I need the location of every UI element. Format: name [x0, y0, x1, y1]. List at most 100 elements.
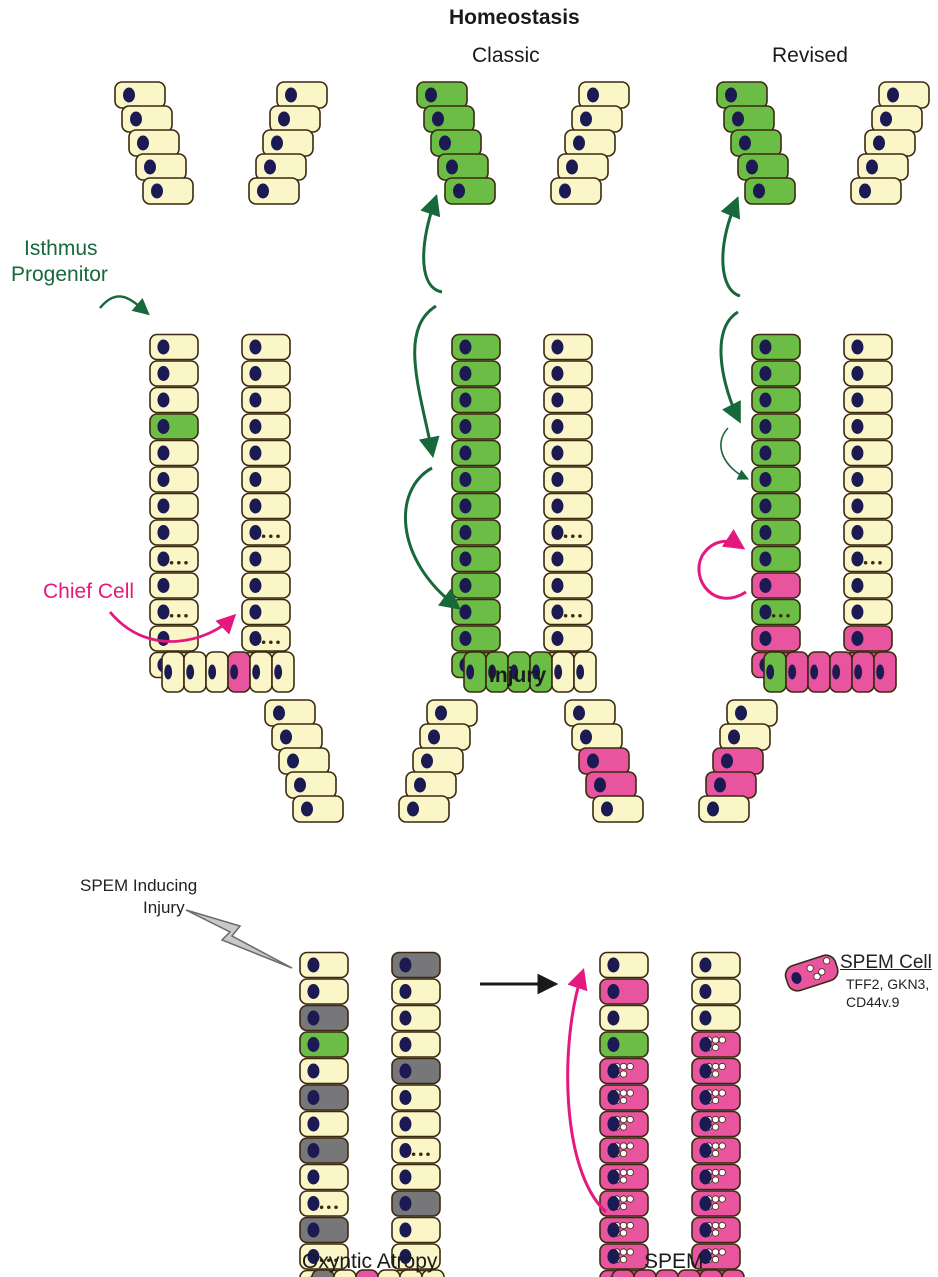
right-cell	[720, 724, 770, 750]
right-cell	[399, 796, 449, 822]
classic-up-arrow	[424, 200, 442, 292]
left-cell	[150, 441, 198, 466]
left-cell	[300, 1059, 348, 1084]
right-cell	[242, 388, 290, 413]
panel-title-revised: Revised	[772, 44, 848, 68]
left-cell	[572, 724, 622, 750]
left-cell	[424, 106, 474, 132]
right-cell	[692, 1085, 740, 1110]
left-cell	[150, 335, 198, 360]
left-cell	[600, 1032, 648, 1057]
right-cell	[706, 772, 756, 798]
right-cell	[844, 626, 892, 651]
left-cell	[752, 520, 800, 545]
left-cell	[122, 106, 172, 132]
left-cell	[265, 700, 315, 726]
right-cell	[558, 154, 608, 180]
left-cell	[600, 1165, 648, 1190]
right-cell	[242, 467, 290, 492]
left-cell	[150, 600, 198, 625]
left-cell	[752, 494, 800, 519]
right-cell	[692, 1059, 740, 1084]
left-cell	[150, 573, 198, 598]
left-cell	[143, 178, 193, 204]
legend-markers-line1: TFF2, GKN3,	[846, 976, 929, 992]
right-cell	[699, 796, 749, 822]
right-cell	[420, 724, 470, 750]
left-cell	[445, 178, 495, 204]
left-cell	[600, 953, 648, 978]
right-cell	[844, 414, 892, 439]
right-cell	[844, 600, 892, 625]
right-cell	[392, 1059, 440, 1084]
left-cell	[752, 414, 800, 439]
left-cell	[150, 361, 198, 386]
right-cell	[242, 414, 290, 439]
left-cell	[279, 748, 329, 774]
left-cell	[300, 953, 348, 978]
right-cell	[544, 626, 592, 651]
left-cell	[600, 1218, 648, 1243]
left-cell	[752, 441, 800, 466]
base-cell	[808, 652, 830, 692]
right-cell	[692, 979, 740, 1004]
left-cell	[752, 388, 800, 413]
spem-injury-label-line1: SPEM Inducing	[80, 876, 197, 896]
left-cell	[579, 748, 629, 774]
right-cell	[392, 1191, 440, 1216]
right-cell	[242, 626, 290, 651]
base-cell	[612, 1270, 634, 1277]
left-cell	[452, 361, 500, 386]
left-cell	[752, 573, 800, 598]
left-cell	[600, 1191, 648, 1216]
right-cell	[242, 520, 290, 545]
section-title-injury: Injury	[489, 664, 546, 688]
left-cell	[452, 441, 500, 466]
left-cell	[452, 626, 500, 651]
right-cell	[270, 106, 320, 132]
right-cell	[242, 335, 290, 360]
base-cell	[764, 652, 786, 692]
right-cell	[392, 1165, 440, 1190]
right-cell	[392, 1006, 440, 1031]
right-cell	[692, 1191, 740, 1216]
classic-down-arrow	[415, 306, 436, 452]
revised-up-arrow	[723, 202, 740, 296]
base-cell	[852, 652, 874, 692]
right-cell	[544, 361, 592, 386]
right-cell	[392, 1138, 440, 1163]
right-cell	[879, 82, 929, 108]
right-cell	[242, 573, 290, 598]
revised-minor-arrow	[721, 428, 746, 478]
right-cell	[242, 547, 290, 572]
right-cell	[844, 388, 892, 413]
right-cell	[692, 1218, 740, 1243]
gland-homeostasis-reference	[115, 82, 327, 692]
right-cell	[692, 1032, 740, 1057]
right-cell	[544, 573, 592, 598]
right-cell	[277, 82, 327, 108]
right-cell	[579, 82, 629, 108]
legend-title: SPEM Cell	[840, 952, 932, 974]
right-cell	[844, 573, 892, 598]
left-cell	[752, 467, 800, 492]
left-cell	[150, 467, 198, 492]
left-cell	[300, 1006, 348, 1031]
right-cell	[392, 1112, 440, 1137]
isthmus-pointer-arrow	[100, 296, 146, 312]
left-cell	[150, 547, 198, 572]
right-cell	[551, 178, 601, 204]
left-cell	[731, 130, 781, 156]
right-cell	[544, 441, 592, 466]
base-cell	[574, 652, 596, 692]
right-cell	[544, 494, 592, 519]
left-cell	[300, 1138, 348, 1163]
left-cell	[300, 1191, 348, 1216]
right-cell	[263, 130, 313, 156]
left-cell	[300, 1032, 348, 1057]
right-cell	[692, 1138, 740, 1163]
right-cell	[727, 700, 777, 726]
right-cell	[544, 335, 592, 360]
right-cell	[413, 748, 463, 774]
